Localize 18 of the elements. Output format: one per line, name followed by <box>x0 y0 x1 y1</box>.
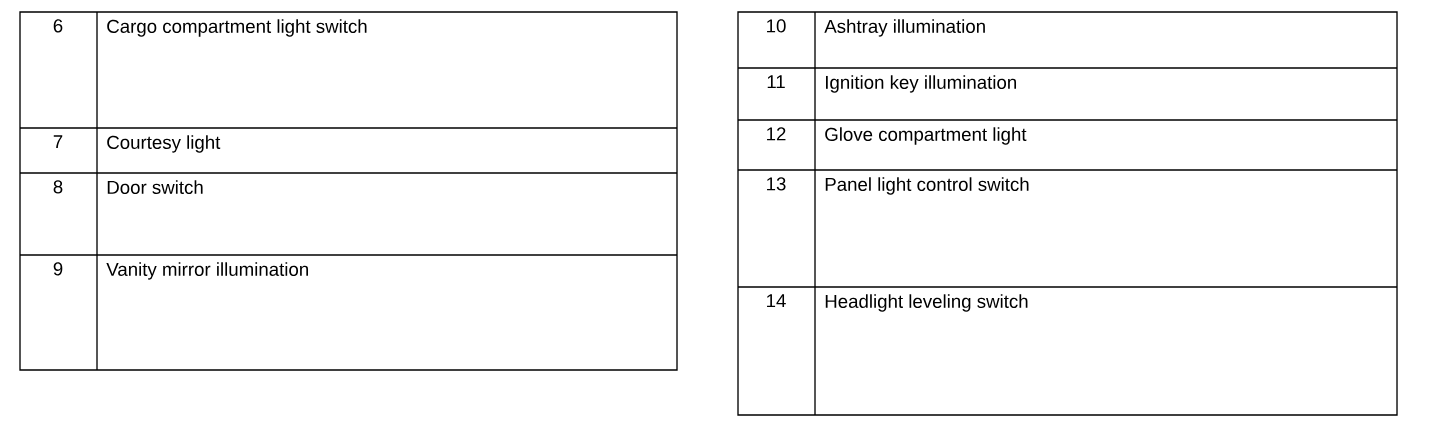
part-name: Door switch <box>107 180 203 194</box>
part-name: Ashtray illumination <box>824 19 985 37</box>
callout-number: 11 <box>767 75 785 89</box>
callout-number: 14 <box>767 294 786 308</box>
part-name: Panel light control switch <box>825 177 1029 195</box>
part-name: Courtesy light <box>107 135 221 153</box>
callout-number: 10 <box>767 19 786 33</box>
part-name: Cargo compartment light switch <box>107 19 367 37</box>
callout-number: 13 <box>767 177 786 191</box>
part-name: Ignition key illumination <box>826 75 1016 93</box>
callout-number: 9 <box>53 262 63 276</box>
part-name: Vanity mirror illumination <box>106 262 308 280</box>
callout-number: 8 <box>53 180 63 194</box>
part-name: Headlight leveling switch <box>825 294 1028 312</box>
callout-number: 7 <box>53 135 63 149</box>
callout-number: 6 <box>53 19 63 33</box>
part-name: Glove compartment light <box>825 127 1027 145</box>
callout-number: 12 <box>767 127 786 141</box>
